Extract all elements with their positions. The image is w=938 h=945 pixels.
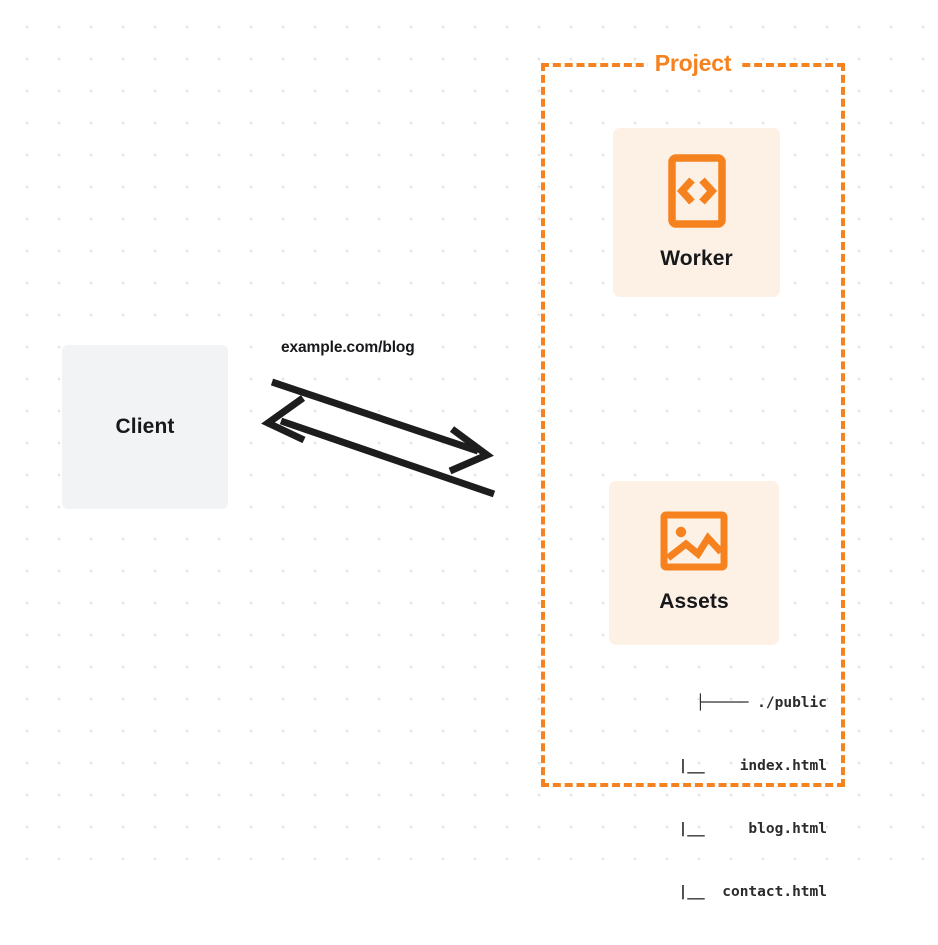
arrow-left-icon: [261, 395, 496, 498]
assets-file-tree: ├───── ./public |__ index.html |__ blog.…: [583, 651, 827, 945]
file-tree-row: |__ index.html: [583, 756, 827, 777]
assets-node-label: Assets: [659, 589, 729, 613]
project-title: Project: [647, 48, 739, 78]
arrow-right-icon: [270, 378, 494, 475]
file-tree-name: blog.html: [748, 821, 827, 837]
file-tree-row: |__ contact.html: [583, 882, 827, 903]
diagram-canvas: Client example.com/blog Project: [62, 48, 845, 900]
code-brackets-icon: [667, 154, 726, 233]
file-tree-branch: |__: [678, 884, 705, 900]
file-tree-spacer: [705, 758, 740, 774]
connection-label: example.com/blog: [281, 339, 415, 356]
file-tree-name: ./public: [757, 695, 827, 711]
file-tree-spacer: [748, 695, 757, 711]
client-node[interactable]: Client: [62, 345, 228, 509]
client-node-label: Client: [115, 415, 175, 438]
file-tree-spacer: [705, 884, 722, 900]
file-tree-row: |__ blog.html: [583, 819, 827, 840]
file-tree-branch: |__: [678, 758, 705, 774]
worker-node[interactable]: Worker: [613, 128, 780, 297]
image-icon: [660, 511, 728, 576]
file-tree-branch: ├─────: [696, 695, 749, 711]
file-tree-row: ├───── ./public: [583, 693, 827, 714]
worker-node-label: Worker: [660, 247, 733, 270]
file-tree-branch: |__: [678, 821, 705, 837]
file-tree-name: contact.html: [722, 884, 827, 900]
project-group: Project Worker Assets: [541, 48, 845, 900]
file-tree-name: index.html: [739, 758, 827, 774]
file-tree-spacer: [705, 821, 749, 837]
assets-node[interactable]: Assets: [609, 481, 779, 645]
